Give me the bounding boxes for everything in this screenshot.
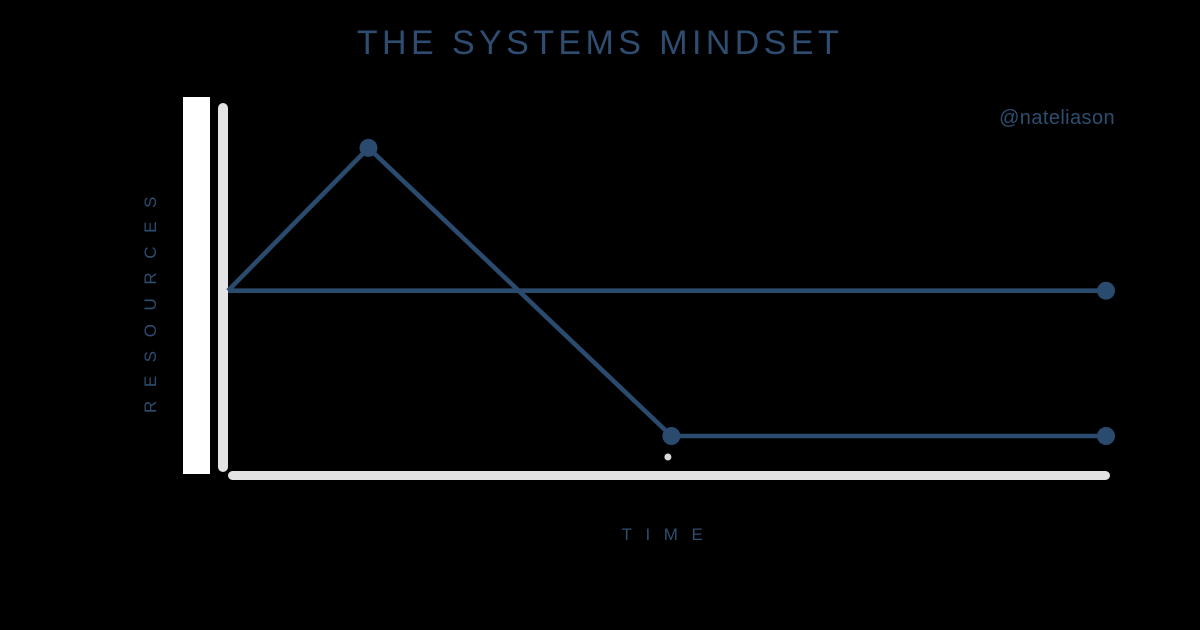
chart-title: THE SYSTEMS MINDSET: [356, 24, 844, 62]
stray-gray-dot: [664, 453, 672, 461]
goal-spike-point-dot: [662, 427, 681, 445]
series-layer: [226, 138, 1115, 461]
goal-spike-line: [226, 144, 1106, 439]
x-axis-line: [228, 471, 1110, 480]
steady-systems-point-dot: [1097, 281, 1115, 300]
y-axis-line: [218, 103, 228, 472]
goal-spike-point-dot: [359, 138, 378, 157]
y-axis-white-bar: [183, 97, 210, 474]
x-axis-label: TIME: [621, 525, 717, 544]
goal-spike-point-dot: [1097, 427, 1115, 445]
author-handle: @nateliason: [999, 107, 1115, 129]
